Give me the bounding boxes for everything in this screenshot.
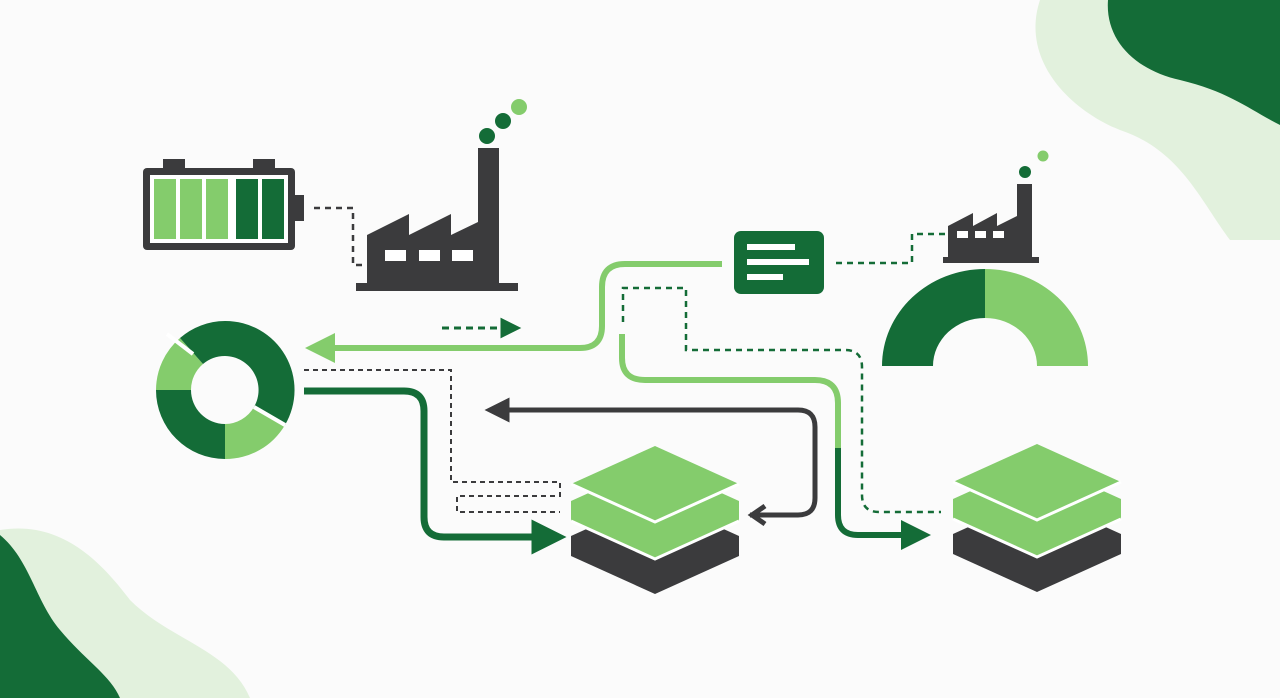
connector-storage-return [484,397,818,518]
connector-message-factory [836,232,945,265]
connector-battery-factory [314,206,365,267]
factory-icon [356,99,527,291]
battery-icon [143,159,304,250]
layered-storage-icon [570,446,740,594]
gauge-chart-icon [882,269,1088,366]
factory-small-icon [943,150,1049,263]
factory-window-1 [385,250,406,261]
battery-cell-5 [262,179,284,239]
factory-window-2 [419,250,440,261]
battery-cell-4 [236,179,258,239]
connector-message-storage-right [619,334,841,448]
factory-window-3 [452,250,473,261]
smoke-puff-3 [511,99,527,115]
battery-cell-1 [154,179,176,239]
connector-donut-storage [304,387,567,555]
donut-chart-icon [156,320,295,460]
connector-message-storage-right-dashed [621,286,941,514]
battery-cell-3 [206,179,228,239]
layered-storage-right-icon [952,444,1122,592]
message-icon [734,231,824,294]
connector-message-donut [305,261,722,363]
decorative-blob-bottom-left [0,528,250,698]
decorative-blob-top-right [1035,0,1280,240]
smoke-puff-2 [495,113,511,129]
battery-cell-2 [180,179,202,239]
smoke-puff-1 [479,128,495,144]
connector-donut-storage-dashed [304,369,561,513]
